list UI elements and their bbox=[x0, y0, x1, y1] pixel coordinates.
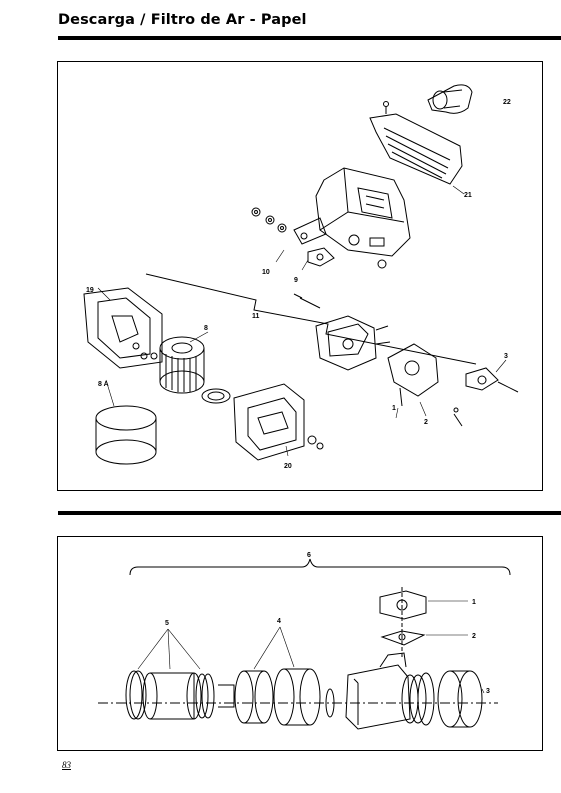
back-plate-19-drawing bbox=[83, 287, 163, 369]
gasket-9-drawing bbox=[307, 247, 335, 267]
label-5: 5 bbox=[165, 620, 169, 627]
label-10: 10 bbox=[262, 269, 270, 276]
label-4: 4 bbox=[277, 618, 281, 625]
pads-4-drawing bbox=[234, 668, 335, 726]
pre-filter-8a-drawing bbox=[95, 405, 157, 465]
label-9: 9 bbox=[294, 277, 298, 284]
label-8: 8 bbox=[204, 325, 208, 332]
label-20: 20 bbox=[284, 463, 292, 470]
heat-shield-drawing bbox=[369, 113, 463, 185]
exploded-diagram-muffler-air-filter: 22 21 10 9 19 11 8 8 A 3 1 2 20 bbox=[57, 61, 543, 491]
rings-5-drawing bbox=[125, 670, 235, 720]
label-21: 21 bbox=[464, 192, 472, 199]
washers-drawing bbox=[251, 207, 387, 269]
page-title: Descarga / Filtro de Ar - Papel bbox=[58, 12, 307, 28]
label-6: 6 bbox=[307, 552, 311, 559]
label-8a: 8 A bbox=[98, 381, 109, 388]
label-22: 22 bbox=[503, 99, 511, 106]
label-11: 11 bbox=[252, 313, 260, 320]
label-19: 19 bbox=[86, 287, 94, 294]
exploded-diagram-air-cleaner-assembly: 6 1 2 5 4 3 bbox=[57, 536, 543, 751]
paper-filter-8-drawing bbox=[159, 336, 231, 404]
cover-20-drawing bbox=[233, 383, 324, 461]
label-3b: 3 bbox=[486, 688, 490, 695]
intake-elbow-drawing bbox=[383, 84, 473, 114]
air-filter-backing-line bbox=[145, 273, 477, 365]
label-2: 2 bbox=[424, 419, 428, 426]
label-3: 3 bbox=[504, 353, 508, 360]
part-labels-bottom: 6 1 2 5 4 3 bbox=[165, 552, 490, 695]
top-parts-drawing bbox=[379, 587, 427, 657]
page-number: 83 bbox=[62, 760, 71, 770]
bracket-2-drawing bbox=[387, 343, 463, 427]
bracket-6 bbox=[129, 558, 511, 576]
air-cleaner-body-drawing bbox=[345, 652, 483, 730]
carburetor-drawing bbox=[293, 293, 391, 371]
leader-lines-bottom bbox=[137, 600, 485, 694]
leader-lines bbox=[97, 185, 507, 457]
part-labels: 22 21 10 9 19 11 8 8 A 3 1 2 20 bbox=[86, 99, 511, 470]
muffler-drawing bbox=[293, 167, 411, 257]
label-1b: 1 bbox=[472, 599, 476, 606]
label-1: 1 bbox=[392, 405, 396, 412]
section-rule bbox=[58, 511, 561, 515]
header-rule bbox=[58, 36, 561, 40]
label-2b: 2 bbox=[472, 633, 476, 640]
flange-3-drawing bbox=[465, 367, 519, 393]
